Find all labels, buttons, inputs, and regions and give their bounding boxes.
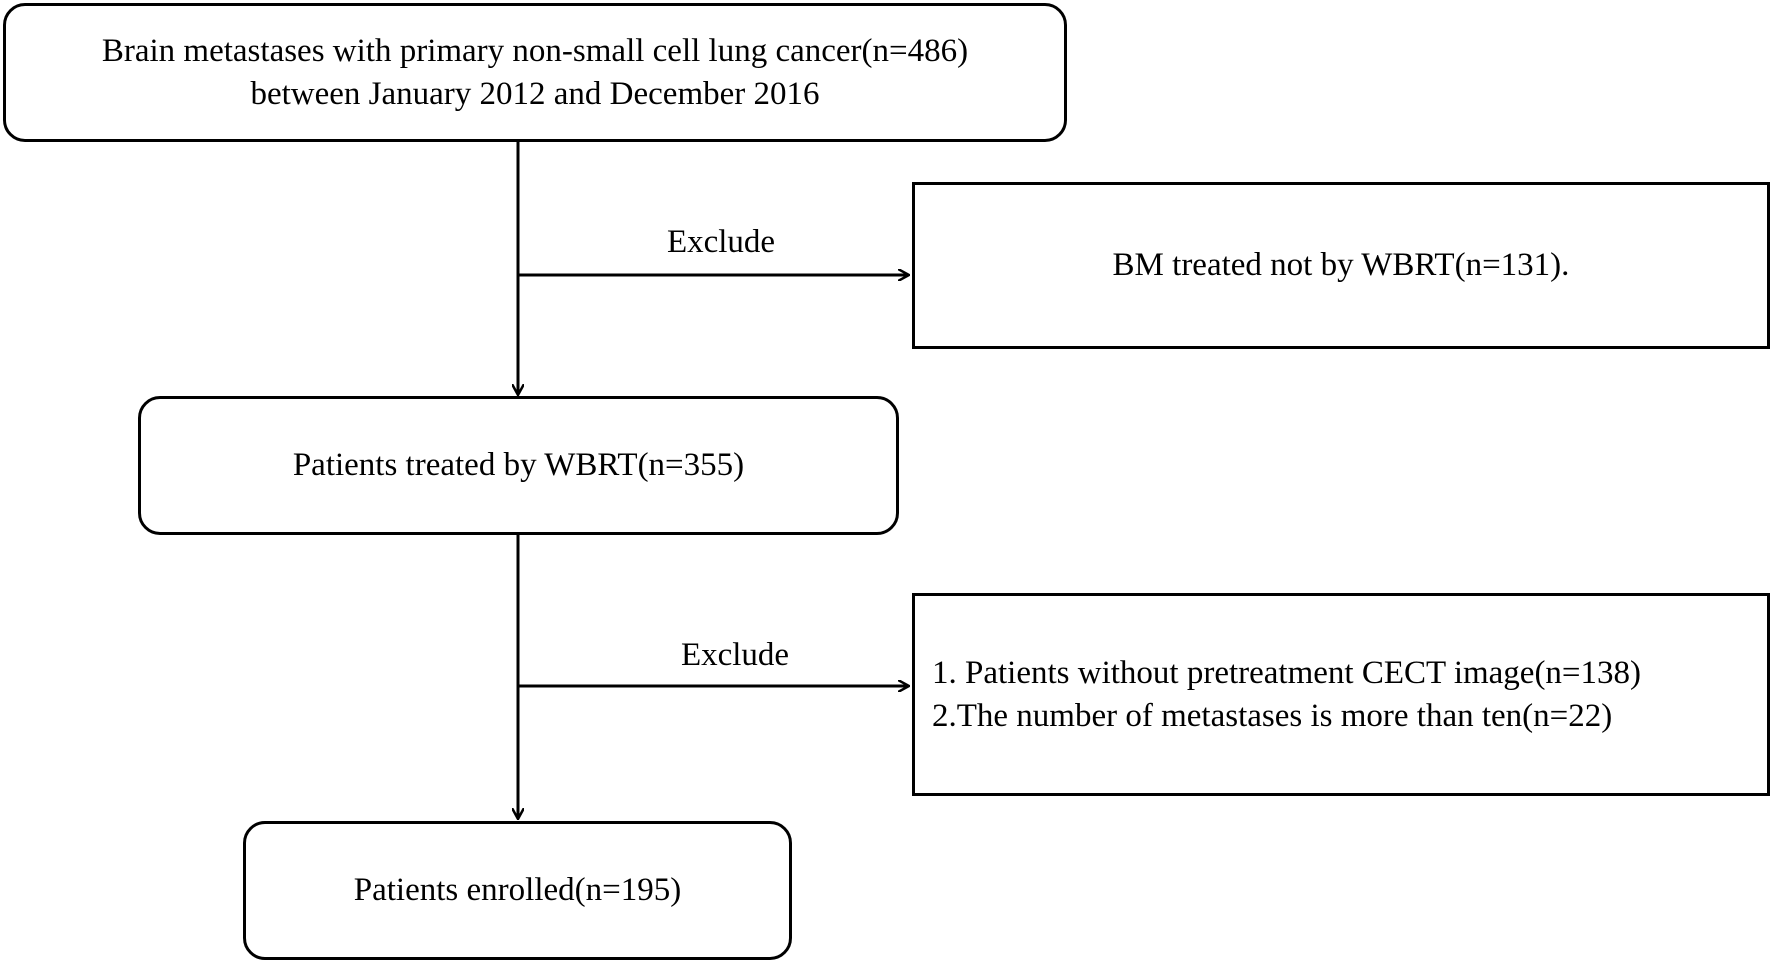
wbrt-box: Patients treated by WBRT(n=355) bbox=[138, 396, 899, 535]
start-box: Brain metastases with primary non-small … bbox=[3, 3, 1067, 142]
enrolled-box: Patients enrolled(n=195) bbox=[243, 821, 792, 960]
enrolled-box-text: Patients enrolled(n=195) bbox=[353, 872, 682, 908]
exclude-label-1: Exclude bbox=[666, 224, 776, 260]
wbrt-box-text: Patients treated by WBRT(n=355) bbox=[292, 447, 745, 483]
start-box-line-2: between January 2012 and December 2016 bbox=[250, 75, 820, 112]
exclude-box-2-line-1: 1. Patients without pretreatment CECT im… bbox=[932, 654, 1642, 691]
exclude-box-1: BM treated not by WBRT(n=131). bbox=[912, 182, 1770, 349]
exclude-label-2: Exclude bbox=[680, 637, 790, 673]
exclude-box-2-line-2: 2.The number of metastases is more than … bbox=[932, 697, 1613, 734]
start-box-line-1: Brain metastases with primary non-small … bbox=[101, 32, 969, 69]
exclude-box-1-text: BM treated not by WBRT(n=131). bbox=[1112, 247, 1570, 283]
exclude-box-2: 1. Patients without pretreatment CECT im… bbox=[912, 593, 1770, 796]
